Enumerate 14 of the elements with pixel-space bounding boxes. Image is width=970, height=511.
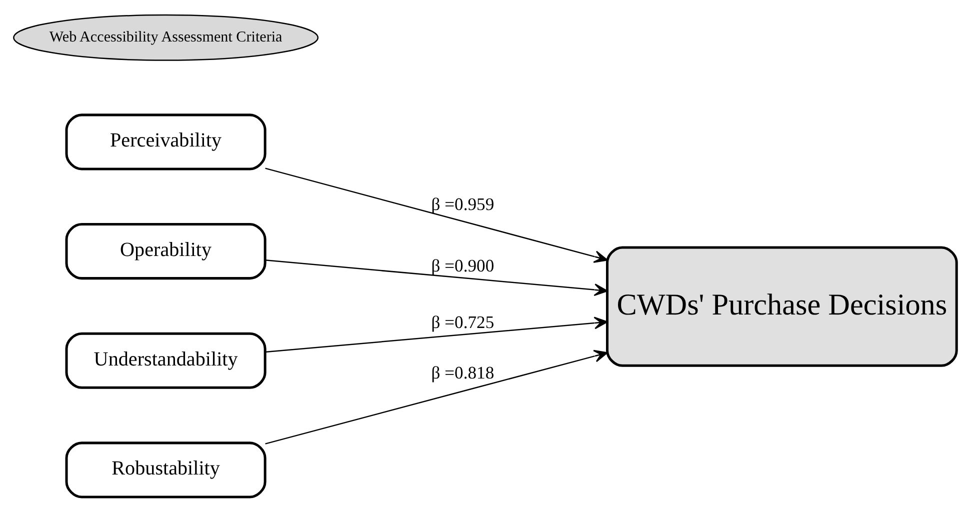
node-box: CWDs' Purchase Decisions [606, 246, 958, 366]
node-box: Operability [65, 222, 266, 280]
arrow [265, 349, 608, 444]
edge-label: β =0.725 [431, 312, 494, 332]
edge-label: β =0.818 [431, 362, 494, 382]
arrow [265, 316, 608, 352]
edge-label: β =0.959 [431, 194, 494, 214]
node-box: Understandability [65, 332, 266, 388]
node-box: Robustability [65, 441, 266, 498]
arrow [265, 259, 608, 296]
edge-label: β =0.900 [431, 255, 494, 276]
node-ellipse: Web Accessibility Assessment Criteria [13, 14, 319, 60]
arrow [265, 167, 608, 262]
node-box: Perceivability [65, 113, 266, 170]
